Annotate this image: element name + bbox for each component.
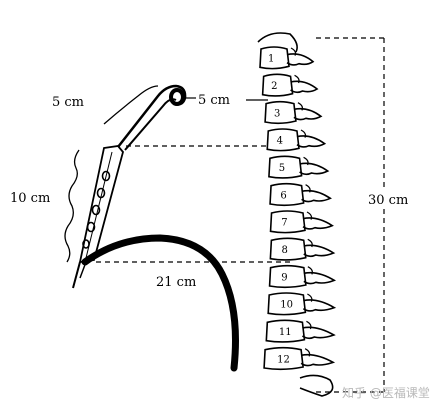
atlas-cap: [257, 32, 298, 53]
vertebra-number: 4: [277, 136, 283, 147]
spine-base: [299, 374, 334, 397]
vertebra-number: 10: [280, 300, 293, 311]
vertebra: 5: [268, 155, 330, 179]
vertebra-number: 12: [277, 354, 290, 365]
neck-length-label: 10 cm: [10, 191, 50, 206]
vertebra: 9: [268, 264, 337, 289]
mouth-gap-label: 5 cm: [198, 93, 230, 108]
vertebra-number: 7: [281, 218, 287, 229]
chest-curve: [81, 234, 239, 372]
watermark: 知乎 @医福课堂: [342, 385, 430, 400]
tube-tip-label: 5 cm: [52, 95, 84, 110]
vertebra-number: 5: [279, 163, 285, 174]
vertebra: 7: [269, 210, 334, 234]
vertebra-number: 1: [268, 54, 274, 65]
chest-length-label: 21 cm: [156, 275, 196, 290]
vertebra: 2: [261, 73, 319, 97]
vertebra-number: 2: [271, 81, 277, 92]
vertebra: 8: [269, 237, 336, 261]
vertebra: 10: [267, 292, 337, 316]
vertebra-number: 6: [280, 190, 286, 201]
vertebra-number: 11: [279, 327, 292, 338]
vertebra: 1: [259, 46, 315, 70]
vertebra: 11: [265, 319, 336, 343]
nasal-tube: [103, 84, 187, 151]
vertebra: 12: [263, 346, 336, 371]
vertebra: 3: [264, 100, 323, 125]
vertebra-number: 9: [281, 272, 287, 283]
vertebra: 6: [269, 182, 332, 207]
spine-length-label: 30 cm: [368, 193, 408, 208]
vertebra-number: 3: [274, 108, 280, 119]
vertebra-number: 8: [282, 245, 288, 256]
neck-segment: [64, 145, 124, 289]
vertebra: 4: [266, 128, 327, 152]
guide-lines: [96, 37, 385, 393]
